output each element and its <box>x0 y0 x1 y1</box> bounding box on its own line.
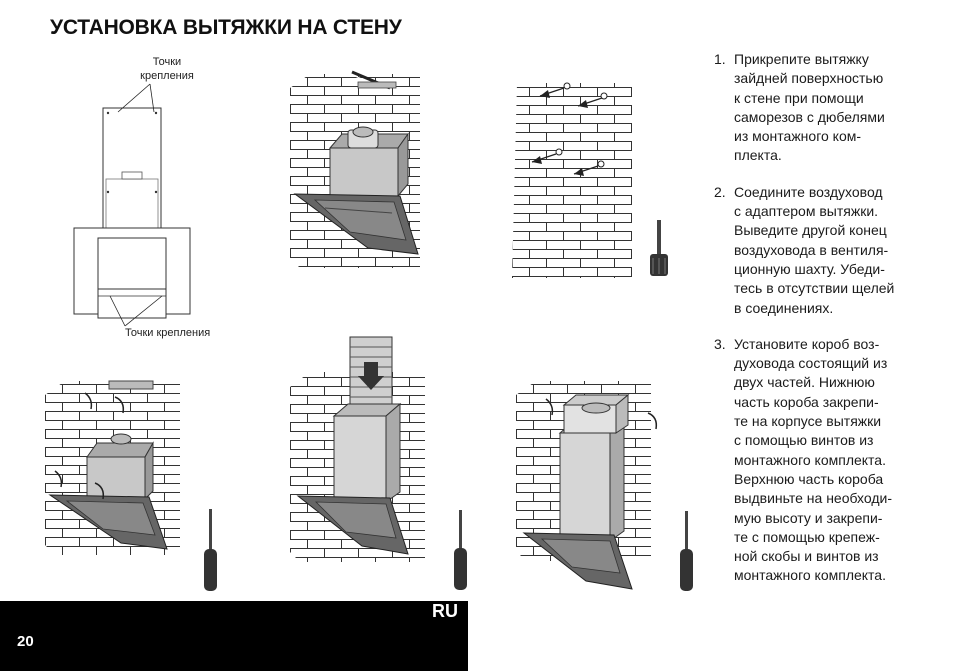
step-text-line: ной скобы и винтов из <box>734 548 879 565</box>
figure-front-view: Точки крепления Точки крепления <box>70 50 240 350</box>
step-text-line: духовода состоящий из <box>734 355 888 372</box>
step-text-line: к стене при помощи <box>734 89 864 106</box>
step-text-line: Прикрепите вытяжку <box>734 51 869 67</box>
step-text-line: те на корпусе вытяжки <box>734 413 882 430</box>
step-text-line: монтажного комплекта. <box>734 567 886 584</box>
page-footer: RU 20 <box>0 601 468 671</box>
step-text-line: зайдней поверхностью <box>734 70 884 87</box>
page-title: УСТАНОВКА ВЫТЯЖКИ НА СТЕНУ <box>50 16 402 39</box>
instruction-step-3: 3. Установите короб воз- духовода состоя… <box>714 335 924 586</box>
step-text-line: Установите короб воз- <box>734 335 880 352</box>
step-text-line: плекта. <box>734 147 782 164</box>
label-bottom-points: Точки крепления <box>125 327 211 339</box>
figure-install-duct <box>290 332 480 597</box>
step-text-line: Соедините воздуховод <box>734 183 883 200</box>
step-text-line: монтажного комплекта. <box>734 451 886 468</box>
step-text-line: мую высоту и закрепи- <box>734 509 883 526</box>
label-top-points: Точки крепления <box>122 55 212 83</box>
step-text-line: Выведите другой конец <box>734 222 887 239</box>
label-top-points-line1: Точки <box>152 56 182 68</box>
step-text-line: выдвиньте на необходи- <box>734 490 893 507</box>
step-number: 3. <box>714 335 726 352</box>
step-number: 2. <box>714 183 726 200</box>
step-text-line: те с помощью крепеж- <box>734 528 880 545</box>
step-text-line: ционную шахту. Убеди- <box>734 260 885 277</box>
figure-hood-on-wall <box>290 68 440 268</box>
step-text-line: Верхнюю часть короба <box>734 470 884 487</box>
step-text-line: в соединениях. <box>734 299 834 316</box>
step-text-line: тесь в отсутствии щелей <box>734 280 895 297</box>
step-text-line: с помощью винтов из <box>734 432 874 449</box>
figure-mounting-screws <box>45 375 235 600</box>
step-text-line: саморезов с дюбелями <box>734 108 885 125</box>
page-number: 20 <box>17 633 34 650</box>
step-text-line: с адаптером вытяжки. <box>734 203 879 220</box>
step-text-line: из монтажного ком- <box>734 128 862 145</box>
figure-duct-cover <box>516 375 711 597</box>
step-text-line: воздуховода в вентиля- <box>734 241 889 258</box>
instruction-step-1: 1. Прикрепите вытяжку зайдней поверхност… <box>714 50 924 166</box>
instruction-step-2: 2. Соедините воздуховод с адаптером вытя… <box>714 183 924 318</box>
step-number: 1. <box>714 51 726 67</box>
label-top-points-line2: крепления <box>140 70 194 82</box>
instruction-list: 1. Прикрепите вытяжку зайдней поверхност… <box>714 50 924 603</box>
figure-drilling-wall <box>512 78 682 290</box>
step-text-line: часть короба закрепи- <box>734 393 879 410</box>
language-code: RU <box>432 601 458 621</box>
step-text-line: двух частей. Нижнюю <box>734 374 875 391</box>
